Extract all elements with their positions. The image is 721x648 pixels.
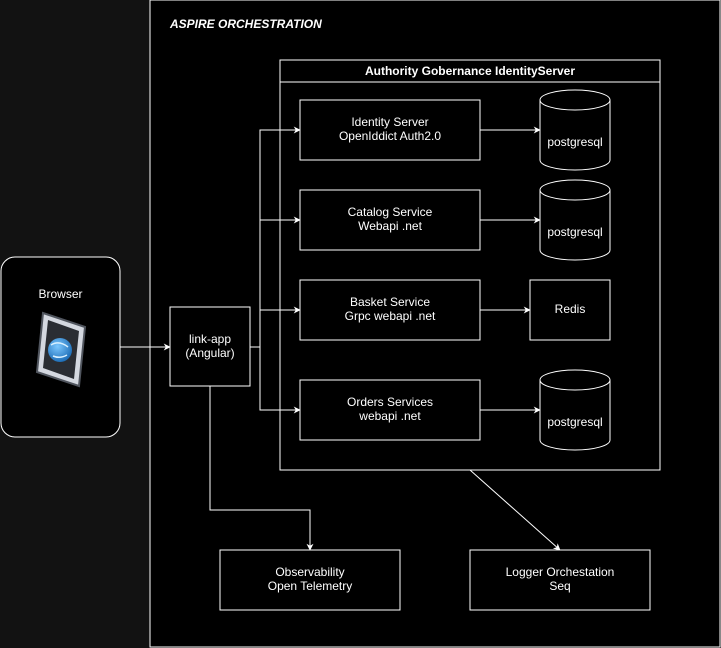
- cache-label: Redis: [555, 302, 586, 316]
- service-catalog[interactable]: Catalog Service Webapi .net: [299, 189, 481, 251]
- link-app-name: link-app: [189, 332, 231, 346]
- service-name: Orders Services: [347, 395, 433, 409]
- edge-app-to-identity: [250, 126, 301, 348]
- browser-globe-icon: [35, 311, 87, 388]
- observability-node[interactable]: Observability Open Telemetry: [219, 549, 401, 611]
- service-tech: Webapi .net: [358, 219, 422, 233]
- postgresql-database-catalog[interactable]: postgresql: [539, 179, 611, 261]
- link-app-node[interactable]: link-app (Angular): [169, 306, 251, 387]
- database-label: postgresql: [547, 135, 602, 149]
- service-name: Basket Service: [350, 295, 430, 309]
- browser-node[interactable]: Browser: [0, 256, 121, 438]
- service-orders[interactable]: Orders Services webapi .net: [299, 379, 481, 441]
- observability-name: Observability: [275, 565, 344, 579]
- logger-name: Logger Orchestation: [506, 565, 615, 579]
- edge-app-to-observability: [209, 386, 314, 551]
- logger-node[interactable]: Logger Orchestation Seq: [469, 549, 651, 611]
- orchestration-title: ASPIRE ORCHESTRATION: [169, 17, 322, 31]
- service-identity-server[interactable]: Identity Server OpenIddict Auth2.0: [299, 99, 481, 161]
- observability-tech: Open Telemetry: [268, 579, 353, 593]
- service-tech: OpenIddict Auth2.0: [339, 129, 441, 143]
- edge-app-to-orders: [259, 347, 301, 414]
- service-basket[interactable]: Basket Service Grpc webapi .net: [299, 279, 481, 341]
- logger-tech: Seq: [549, 579, 570, 593]
- database-label: postgresql: [547, 225, 602, 239]
- link-app-framework: (Angular): [185, 346, 234, 360]
- service-tech: webapi .net: [358, 409, 421, 423]
- service-name: Catalog Service: [348, 205, 433, 219]
- service-name: Identity Server: [351, 115, 428, 129]
- identity-group-title: Authority Gobernance IdentityServer: [365, 64, 575, 78]
- browser-label: Browser: [38, 287, 82, 301]
- database-label: postgresql: [547, 415, 602, 429]
- redis-cache[interactable]: Redis: [529, 279, 611, 341]
- edge-identity-group-to-logger: [469, 469, 561, 551]
- postgresql-database-orders[interactable]: postgresql: [539, 369, 611, 451]
- postgresql-database-identity[interactable]: postgresql: [539, 89, 611, 171]
- service-tech: Grpc webapi .net: [345, 309, 436, 323]
